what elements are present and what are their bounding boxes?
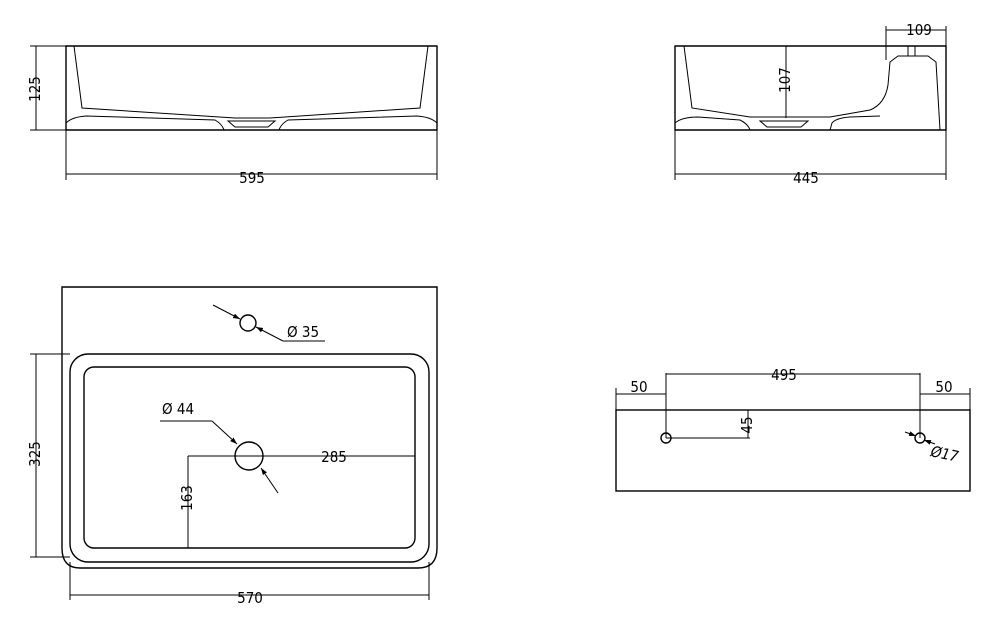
top-width-label: 570 <box>237 589 263 607</box>
top-view: Ø 35 Ø 44 285 163 325 570 <box>26 286 438 607</box>
side-width-label: 445 <box>793 169 819 187</box>
side-view: 445 107 109 <box>674 21 947 187</box>
drain-offset-y-label: 163 <box>178 485 196 511</box>
front-width-label: 595 <box>239 169 265 187</box>
hole-height-label: 45 <box>738 416 756 433</box>
front-view: 595 125 <box>26 45 438 187</box>
top-depth-label: 325 <box>26 441 44 467</box>
tap-hole-diameter-label: Ø 35 <box>287 323 319 341</box>
right-margin-label: 50 <box>935 378 952 396</box>
side-deck-label: 109 <box>906 21 932 39</box>
left-margin-label: 50 <box>630 378 647 396</box>
hole-diameter-label: Ø17 <box>928 442 960 466</box>
front-height-label: 125 <box>26 76 44 102</box>
back-view: 495 50 50 45 Ø17 <box>615 366 971 492</box>
hole-spacing-label: 495 <box>771 366 797 384</box>
drain-offset-x-label: 285 <box>321 448 347 466</box>
drain-diameter-label: Ø 44 <box>162 400 194 418</box>
side-inner-height-label: 107 <box>776 67 794 93</box>
tap-hole <box>239 314 257 332</box>
